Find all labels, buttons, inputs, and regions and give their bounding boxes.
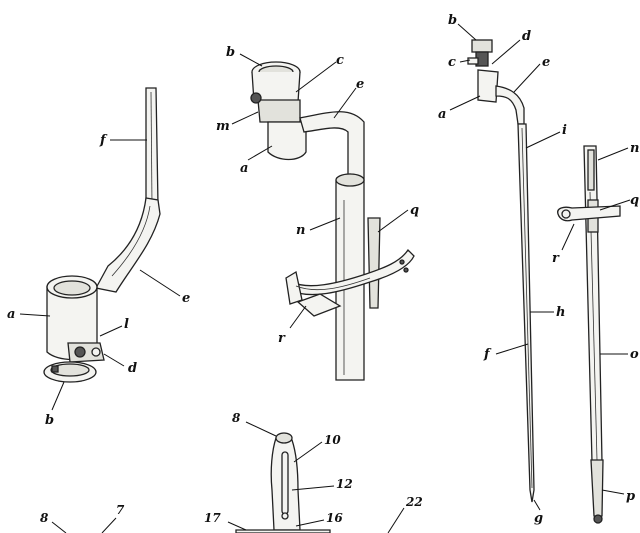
fig4-frog-loop — [557, 205, 621, 222]
fig2-label-a: a — [240, 161, 248, 176]
fig2-label-q: q — [410, 203, 419, 218]
fig4-label-p: p — [626, 489, 635, 504]
fig2-label-r: r — [278, 331, 286, 346]
fig4-label-o: o — [630, 347, 639, 362]
fig3-label-g: g — [534, 511, 543, 526]
fig2-ring-screw — [250, 92, 262, 104]
fig3-label-d: d — [522, 29, 531, 44]
fig5-label-10: 10 — [324, 433, 341, 447]
fig2-strap — [289, 248, 415, 296]
fig2-neck — [299, 111, 365, 181]
fig3-neck — [495, 85, 525, 125]
partial-label-7: 7 — [116, 503, 125, 517]
fig4-label-n: n — [630, 141, 639, 156]
fig5-rivet — [281, 512, 289, 520]
fig1-label-b: b — [45, 413, 54, 428]
fig3-label-c: c — [448, 55, 456, 70]
fig3-label-e: e — [542, 55, 550, 70]
fig2-label-e: e — [356, 77, 364, 92]
figure-5-bayonet-grip: 8 10 12 16 17 — [204, 411, 353, 533]
fig1-neck — [95, 197, 161, 293]
fig5-label-16: 16 — [326, 511, 343, 525]
fig2-label-m: m — [216, 119, 230, 134]
fig3-bridge — [471, 39, 493, 53]
fig5-pommel — [275, 432, 293, 444]
figure-1-socket-bayonet: f a e l d b — [7, 87, 190, 428]
fig2-socket — [267, 121, 307, 161]
fig3-label-a: a — [438, 107, 446, 122]
fig5-crossguard — [235, 529, 331, 533]
partial-label-8: 8 — [40, 511, 49, 525]
fig2-label-b: b — [226, 45, 235, 60]
fig5-press-stud-slot — [281, 451, 289, 515]
fig4-chape-ball — [593, 514, 603, 524]
figure-2-bayonet-in-scabbard: b c m e a n q r — [216, 45, 419, 381]
fig1-label-a: a — [7, 307, 15, 322]
fig1-label-f: f — [99, 133, 108, 148]
partial-figures-bottom: 8 7 22 — [40, 495, 423, 533]
fig5-label-17: 17 — [204, 511, 221, 525]
fig2-locking-ring — [257, 99, 301, 123]
fig4-chape — [590, 459, 604, 517]
fig2-label-n: n — [296, 223, 305, 238]
partial-label-22: 22 — [405, 495, 423, 509]
fig1-label-l: l — [124, 317, 129, 332]
figure-3-bayonet-profile: b c d e a i h f g — [438, 13, 567, 526]
fig5-label-8: 8 — [232, 411, 241, 425]
fig1-label-e: e — [182, 291, 190, 306]
fig3-socket — [477, 69, 499, 103]
fig3-label-i: i — [562, 123, 567, 138]
fig5-label-12: 12 — [336, 477, 353, 491]
figure-4-scabbard: n q r o p — [552, 141, 639, 524]
fig4-label-r: r — [552, 251, 560, 266]
fig2-label-c: c — [336, 53, 344, 68]
fig3-blade — [517, 123, 535, 503]
fig4-label-q: q — [630, 193, 639, 208]
fig3-label-b: b — [448, 13, 457, 28]
fig1-ring-screw — [74, 346, 86, 358]
fig3-label-f: f — [483, 347, 492, 362]
fig3-label-h: h — [556, 305, 565, 320]
fig1-label-d: d — [128, 361, 137, 376]
